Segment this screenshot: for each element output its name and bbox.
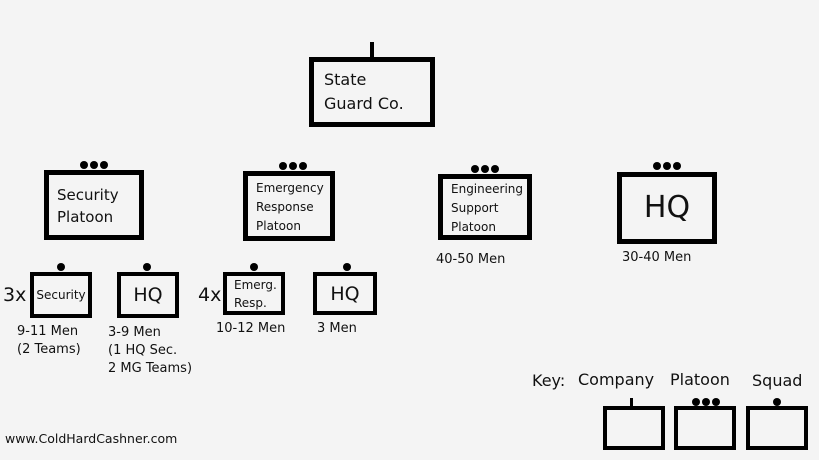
website-link[interactable]: www.ColdHardCashner.com (5, 431, 178, 446)
security-hq-squad-box: HQ (117, 272, 179, 318)
squad-symbol-icon (343, 263, 351, 271)
squad-multiplier: 4x (198, 284, 222, 306)
key-squad-box (746, 406, 808, 450)
key-title: Key: (532, 371, 566, 390)
strength-line: 9-11 Men (17, 324, 79, 339)
key-company-label: Company (578, 370, 655, 389)
squad-name: Security (36, 288, 86, 302)
emergency-response-platoon-box: Emergency Response Platoon (243, 171, 335, 241)
squad-name: Emerg. (234, 278, 277, 292)
security-platoon-box: Security Platoon (44, 170, 144, 240)
platoon-symbol-icon (279, 162, 307, 170)
key-squad-label: Squad (752, 371, 803, 390)
platoon-symbol-icon (653, 162, 681, 170)
strength-line: 3-9 Men (108, 325, 161, 340)
emergency-hq-squad-box: HQ (313, 272, 377, 315)
key-platoon-label: Platoon (670, 370, 730, 389)
strength-line: (1 HQ Sec. (108, 343, 178, 358)
platoon-name: HQ (643, 190, 691, 225)
squad-name: HQ (133, 284, 163, 306)
security-squad-box: Security (30, 272, 92, 318)
hq-platoon-box: HQ (617, 172, 717, 244)
platoon-name: Engineering (451, 182, 523, 196)
platoon-name: Response (256, 200, 314, 214)
squad-strength: 9-11 Men (2 Teams) (17, 323, 81, 359)
key-company-box (603, 406, 665, 450)
squad-symbol-icon (250, 263, 258, 271)
platoon-strength: 40-50 Men (436, 252, 506, 267)
platoon-symbol-icon (80, 161, 108, 169)
strength-line: (2 Teams) (17, 342, 81, 357)
platoon-name: Platoon (57, 208, 114, 226)
engineering-support-platoon-box: Engineering Support Platoon (438, 174, 532, 240)
squad-symbol-icon (773, 398, 781, 406)
strength-line: 3 Men (317, 321, 357, 336)
squad-symbol-icon (143, 263, 151, 271)
platoon-name: Security (57, 186, 119, 204)
squad-strength: 10-12 Men (216, 320, 285, 338)
strength-line: 10-12 Men (216, 321, 286, 336)
squad-symbol-icon (57, 263, 65, 271)
squad-name: HQ (330, 283, 360, 305)
key-platoon-box (674, 406, 736, 450)
platoon-symbol-icon (692, 398, 720, 406)
company-box: State Guard Co. (309, 57, 435, 127)
platoon-name: Support (451, 201, 499, 215)
company-symbol-icon (630, 398, 633, 407)
squad-multiplier: 3x (3, 284, 27, 306)
squad-name: Resp. (234, 296, 267, 310)
company-name-line1: State (324, 70, 367, 89)
platoon-name: Platoon (451, 220, 496, 234)
company-symbol-icon (370, 42, 374, 58)
platoon-name: Platoon (256, 219, 301, 233)
platoon-strength: 30-40 Men (622, 250, 692, 265)
strength-line: 2 MG Teams) (108, 361, 193, 376)
squad-strength: 3-9 Men (1 HQ Sec. 2 MG Teams) (108, 324, 192, 378)
company-name-line2: Guard Co. (324, 94, 404, 113)
emergency-response-squad-box: Emerg. Resp. (223, 272, 285, 315)
platoon-name: Emergency (256, 181, 324, 195)
platoon-symbol-icon (471, 165, 499, 173)
squad-strength: 3 Men (317, 320, 357, 338)
